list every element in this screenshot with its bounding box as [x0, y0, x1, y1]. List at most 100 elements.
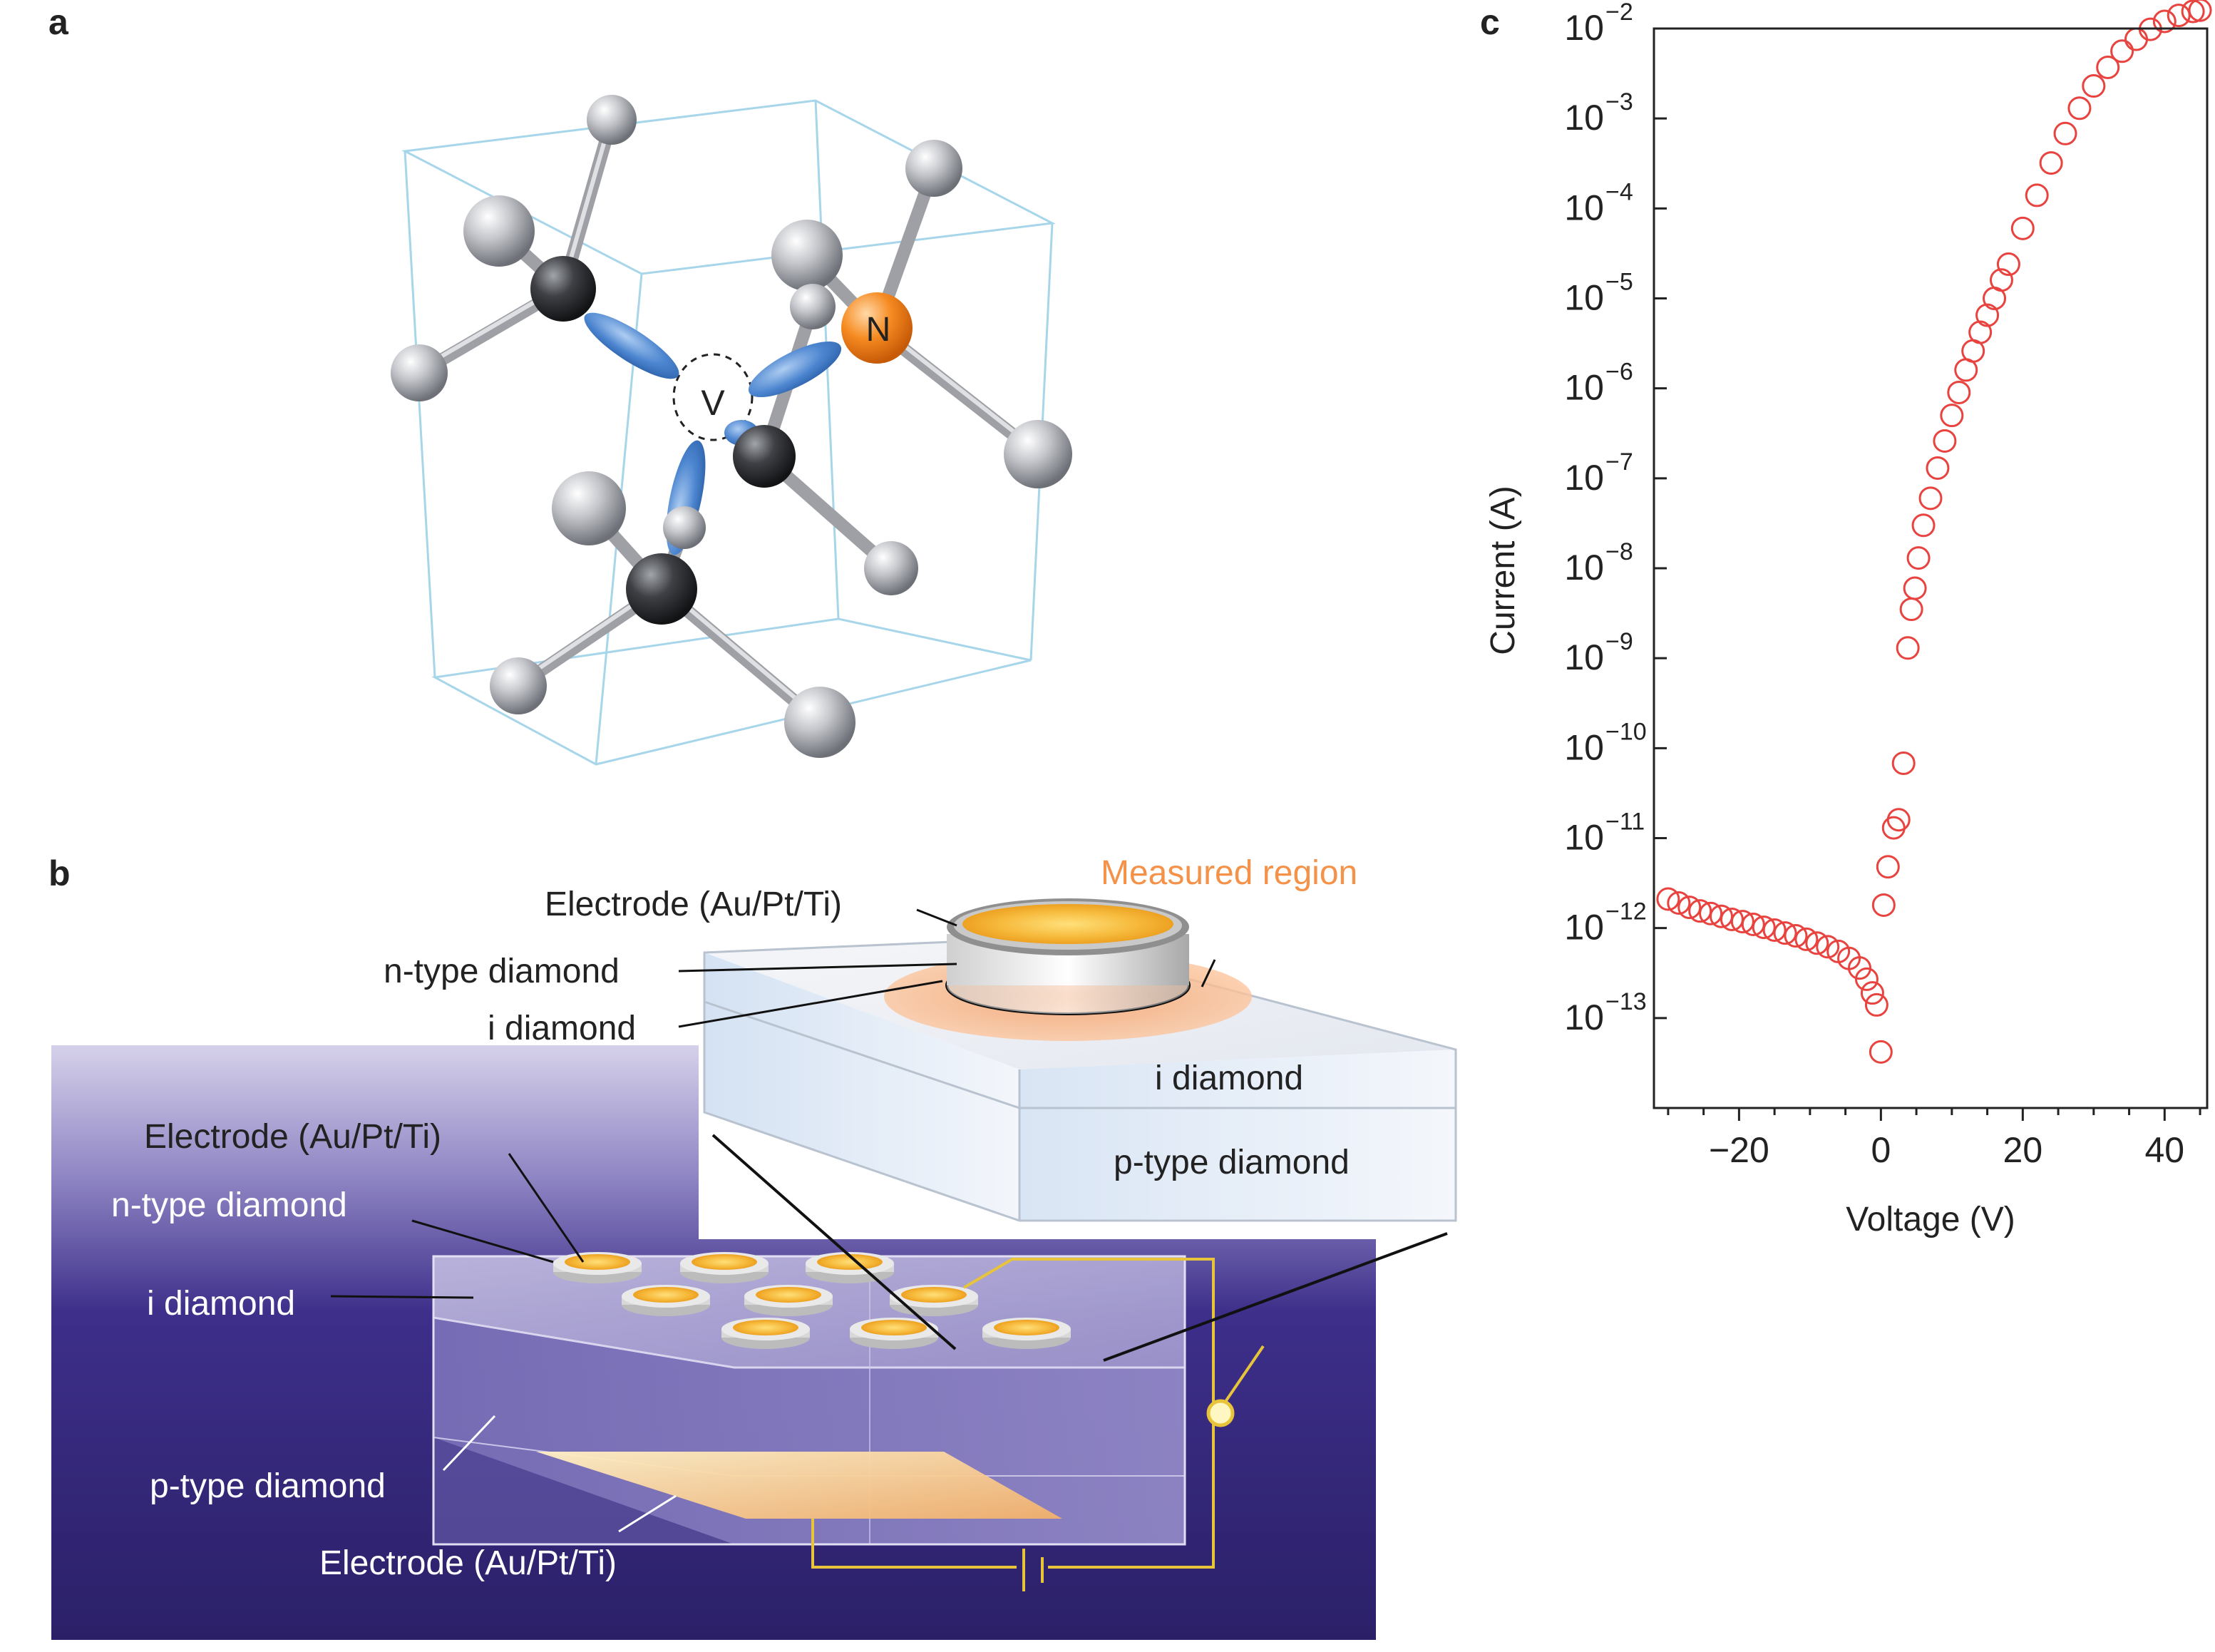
- data-point: [1864, 992, 1888, 1017]
- y-tick-label: 10: [1564, 98, 1604, 138]
- data-point: [1876, 855, 1900, 879]
- data-point: [1869, 1040, 1893, 1064]
- panel-label-a: a: [48, 2, 68, 42]
- y-tick-label: 10: [1564, 458, 1604, 498]
- inset-electrode-label: Electrode (Au/Pt/Ti): [545, 886, 842, 923]
- carbon-atoms-light: [391, 95, 1072, 758]
- data-point: [1906, 546, 1931, 570]
- data-point: [1896, 636, 1920, 660]
- data-point: [1656, 887, 1680, 911]
- inset-view: [703, 898, 1457, 1222]
- electrode-array: [553, 1252, 1071, 1349]
- data-point: [1854, 967, 1879, 991]
- x-tick-label: 0: [1871, 1130, 1891, 1170]
- data-point: [1784, 924, 1808, 948]
- data-point: [1848, 956, 1872, 980]
- data-point: [1975, 303, 2000, 327]
- x-axis-label: Voltage (V): [1846, 1201, 2015, 1238]
- y-tick-label: 10: [1564, 637, 1604, 677]
- data-point: [1773, 921, 1797, 945]
- device-n-type-label: n-type diamond: [111, 1186, 347, 1224]
- data-point: [1926, 456, 1950, 480]
- data-point: [1741, 912, 1765, 936]
- data-point: [1968, 320, 1993, 344]
- data-point: [2188, 0, 2212, 22]
- data-point: [1903, 576, 1927, 600]
- panel-b-device-schematic: Measured region Electrode (Au/Pt/Ti) n-t…: [51, 854, 1457, 1640]
- inset-i-diamond-label: i diamond: [488, 1010, 636, 1047]
- inset-electrode-top: [962, 904, 1173, 944]
- y-tick-label: 10: [1564, 548, 1604, 588]
- panel-a-crystal-structure: V N: [391, 95, 1072, 766]
- y-tick-exponent: −9: [1605, 628, 1633, 655]
- data-point: [2082, 74, 2106, 98]
- nitrogen-label: N: [866, 311, 891, 349]
- data-point: [1805, 931, 1829, 955]
- data-point: [2025, 183, 2049, 207]
- y-tick-exponent: −7: [1605, 448, 1633, 476]
- data-point: [2096, 55, 2120, 79]
- device-i-diamond-label: i diamond: [147, 1285, 295, 1323]
- y-tick-label: 10: [1564, 818, 1604, 858]
- y-tick-exponent: −10: [1605, 718, 1647, 745]
- y-tick-label: 10: [1564, 908, 1604, 948]
- data-point: [2010, 216, 2035, 240]
- x-tick-label: 20: [2003, 1130, 2043, 1170]
- data-point: [1918, 486, 1943, 511]
- y-axis-label: Current (A): [1484, 486, 1522, 655]
- data-point: [2124, 27, 2149, 51]
- y-tick-exponent: −2: [1605, 0, 1633, 26]
- panel-label-b: b: [48, 853, 71, 893]
- y-tick-exponent: −8: [1605, 538, 1633, 565]
- data-point: [1996, 252, 2020, 277]
- data-point: [2039, 151, 2063, 175]
- panel-label-c: c: [1480, 2, 1500, 42]
- data-point: [1794, 927, 1819, 951]
- y-tick-exponent: −3: [1605, 88, 1633, 116]
- data-point: [1816, 935, 1840, 959]
- data-point: [1933, 429, 1957, 453]
- circuit-wires: [811, 1258, 1265, 1591]
- data-point: [1677, 896, 1702, 920]
- y-tick-exponent: −11: [1605, 809, 1645, 836]
- data-point: [2181, 0, 2205, 24]
- data-point: [2167, 4, 2191, 28]
- y-tick-label: 10: [1564, 368, 1604, 408]
- data-point: [1881, 816, 1906, 840]
- x-tick-label: −20: [1709, 1130, 1769, 1170]
- data-point: [1752, 915, 1776, 940]
- bottom-electrode: [536, 1452, 1062, 1519]
- leader-lines: [330, 908, 1216, 1299]
- data-point: [1940, 404, 1964, 428]
- y-tick-label: 10: [1564, 997, 1604, 1037]
- data-point: [1730, 910, 1754, 934]
- data-point: [1710, 904, 1734, 928]
- data-point: [1899, 597, 1923, 622]
- inset-n-type-label: n-type diamond: [384, 953, 620, 990]
- vacancy-label: V: [701, 383, 725, 423]
- y-tick-label: 10: [1564, 188, 1604, 227]
- y-tick-exponent: −4: [1605, 178, 1633, 205]
- data-point: [1911, 513, 1936, 538]
- data-point: [1989, 268, 2013, 292]
- data-point: [1871, 893, 1896, 917]
- device-electrode-top-label: Electrode (Au/Pt/Ti): [144, 1118, 441, 1156]
- device-p-type-label: p-type diamond: [150, 1467, 386, 1505]
- inset-p-type-block-label: p-type diamond: [1114, 1144, 1350, 1181]
- y-tick-exponent: −6: [1605, 359, 1633, 386]
- data-point: [1667, 891, 1691, 915]
- carbon-atoms-dark: [530, 256, 796, 625]
- leader-lines-light: [442, 1415, 677, 1533]
- device-electrode-bottom-label: Electrode (Au/Pt/Ti): [319, 1544, 617, 1582]
- data-point: [2152, 9, 2177, 34]
- data-point: [2110, 39, 2134, 63]
- inset-i-diamond-block-label: i diamond: [1155, 1060, 1303, 1097]
- plot-frame: [1653, 27, 2209, 1109]
- switch-node: [1206, 1399, 1235, 1427]
- x-tick-label: 40: [2144, 1130, 2184, 1170]
- data-point: [2053, 121, 2077, 145]
- data-point: [1762, 918, 1787, 942]
- inset-measured-region-label: Measured region: [1101, 854, 1357, 892]
- y-tick-exponent: −5: [1605, 269, 1633, 296]
